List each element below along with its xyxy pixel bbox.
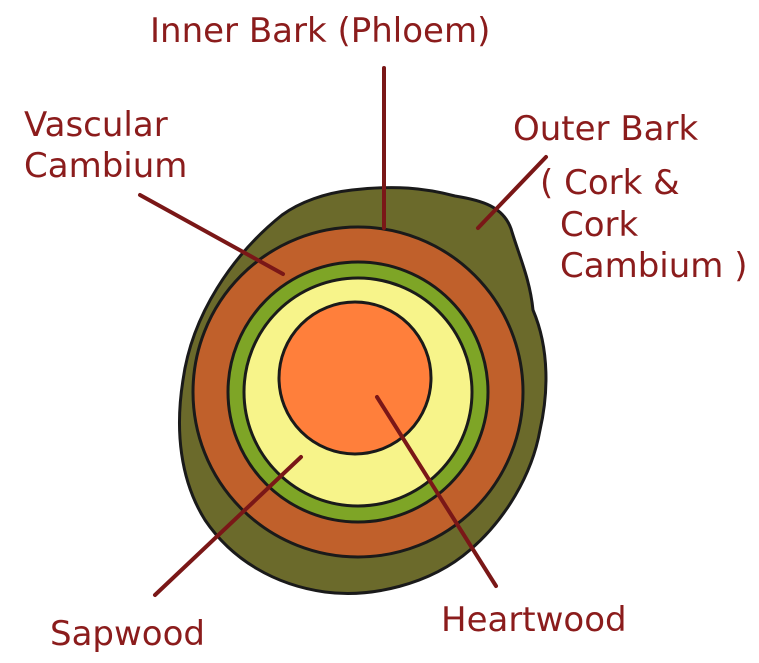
cork-label-line2: Cork [560,205,639,245]
heartwood-layer [279,302,431,454]
cork-label-line3: Cambium ) [560,246,747,286]
sapwood-label: Sapwood [50,614,205,654]
outer-bark-label: Outer Bark [513,109,698,149]
cork-label-line1: ( Cork & [540,163,680,203]
vascular-cambium-label-line2: Cambium [24,146,187,186]
heartwood-label: Heartwood [441,600,627,640]
vascular-cambium-label-line1: Vascular [24,105,168,145]
inner-bark-label: Inner Bark (Phloem) [150,11,490,51]
outer-bark-leader-line [478,157,546,228]
